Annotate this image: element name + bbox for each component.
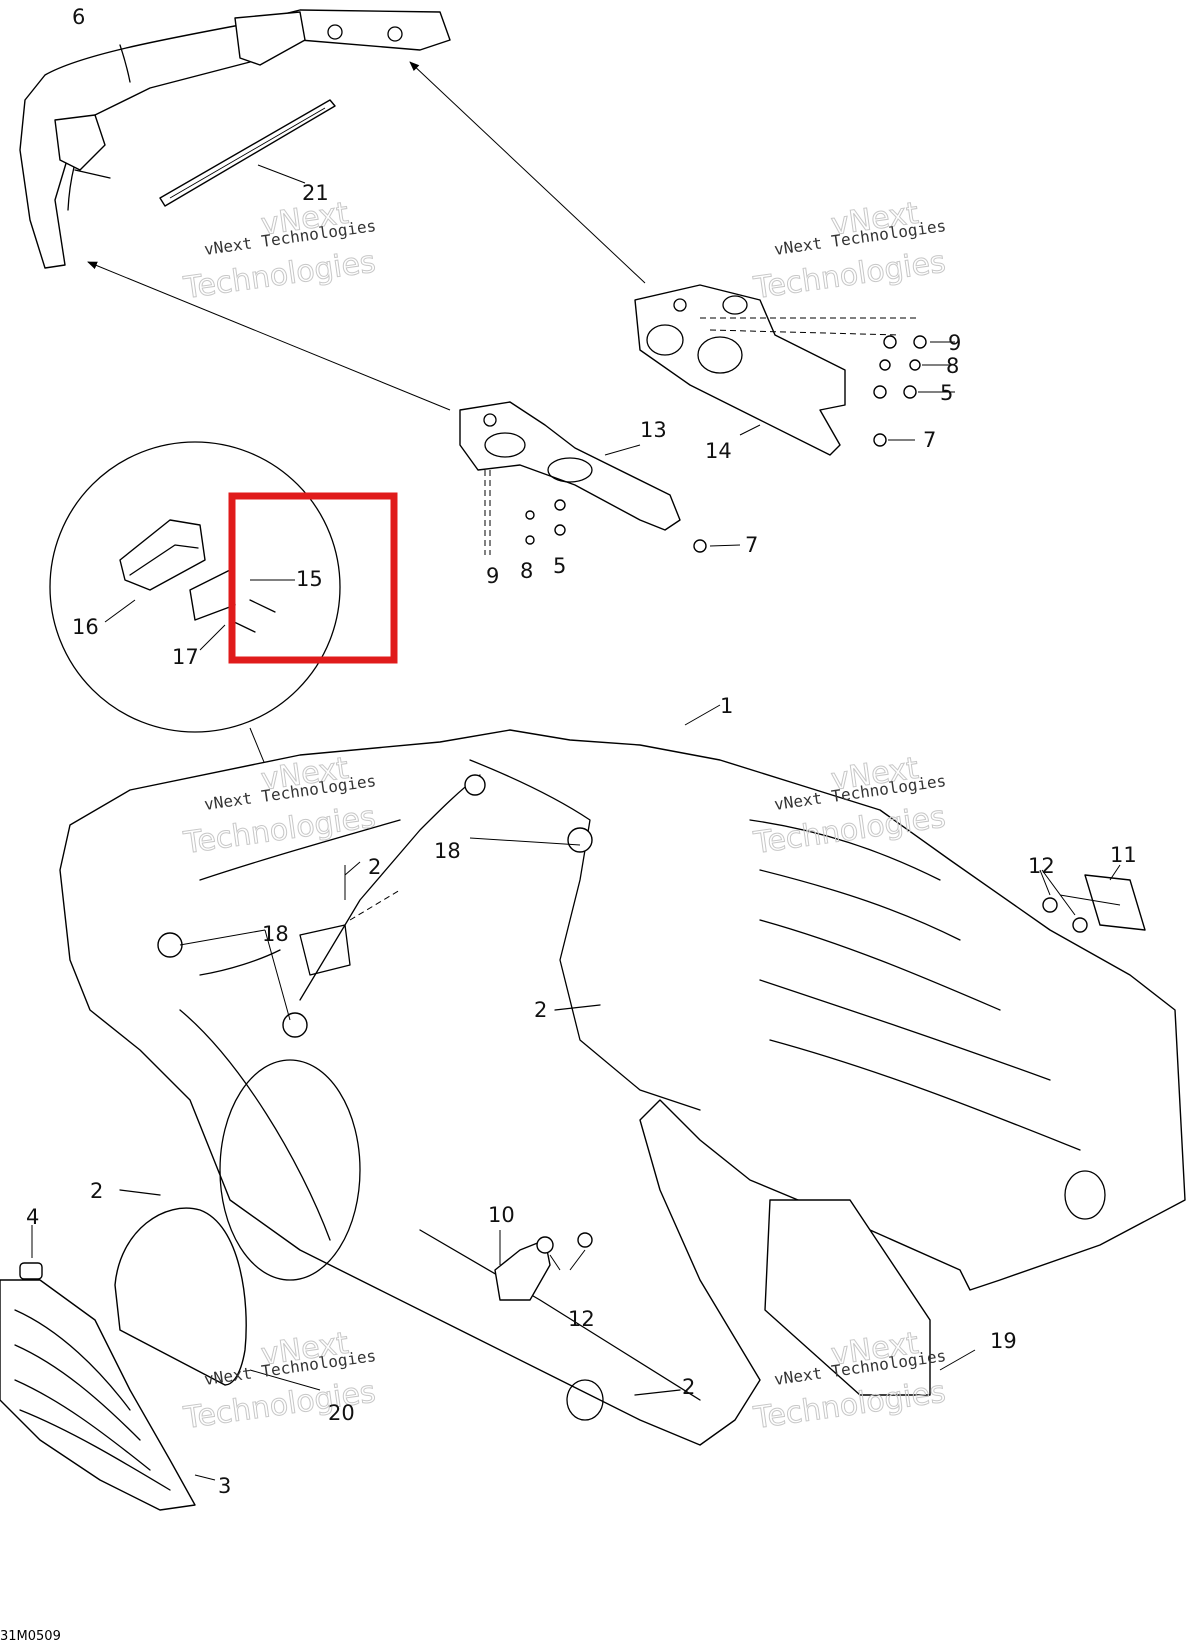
fasteners-right <box>873 335 955 447</box>
callout-6: 6 <box>72 5 85 29</box>
callout-12: 12 <box>1028 854 1055 878</box>
highlight-box <box>228 492 398 664</box>
callout-7: 7 <box>923 428 936 452</box>
callout-21: 21 <box>302 181 329 205</box>
callout-7: 7 <box>745 533 758 557</box>
screws-part-2 <box>119 861 681 1396</box>
plate-part-11 <box>1039 864 1146 933</box>
callout-9: 9 <box>486 564 499 588</box>
bracket-part-14 <box>634 284 920 456</box>
bracket-part-10 <box>494 1230 593 1301</box>
callout-5: 5 <box>553 554 566 578</box>
callout-2: 2 <box>682 1375 695 1399</box>
callout-labels: 6 21 9 8 5 7 14 13 7 9 8 5 15 16 17 1 18… <box>26 5 1137 1498</box>
grille-part-3 <box>0 1225 216 1511</box>
strip-part-21 <box>159 99 336 207</box>
callout-19: 19 <box>990 1329 1017 1353</box>
bumper-part-6 <box>19 9 451 269</box>
callout-3: 3 <box>218 1474 231 1498</box>
callout-12: 12 <box>568 1307 595 1331</box>
mount-arrow-lower <box>87 261 451 411</box>
callout-10: 10 <box>488 1203 515 1227</box>
callout-9: 9 <box>948 331 961 355</box>
bracket-part-13 <box>459 401 741 555</box>
callout-2: 2 <box>368 855 381 879</box>
disc-part-20 <box>114 1207 321 1391</box>
callout-17: 17 <box>172 645 199 669</box>
callout-4: 4 <box>26 1205 39 1229</box>
callout-20: 20 <box>328 1401 355 1425</box>
callout-2: 2 <box>534 998 547 1022</box>
callout-2: 2 <box>90 1179 103 1203</box>
callout-16: 16 <box>72 615 99 639</box>
callout-13: 13 <box>640 418 667 442</box>
callout-8: 8 <box>520 559 533 583</box>
foam-part-19 <box>764 1199 976 1396</box>
callout-18: 18 <box>434 839 461 863</box>
callout-14: 14 <box>705 439 732 463</box>
figure-code: 31M0509 <box>0 1629 61 1644</box>
callout-15: 15 <box>296 567 323 591</box>
callout-11: 11 <box>1110 843 1137 867</box>
callout-5: 5 <box>940 381 953 405</box>
callout-1: 1 <box>720 694 733 718</box>
mount-arrow-upper <box>409 61 646 284</box>
callout-8: 8 <box>946 354 959 378</box>
callout-18: 18 <box>262 922 289 946</box>
